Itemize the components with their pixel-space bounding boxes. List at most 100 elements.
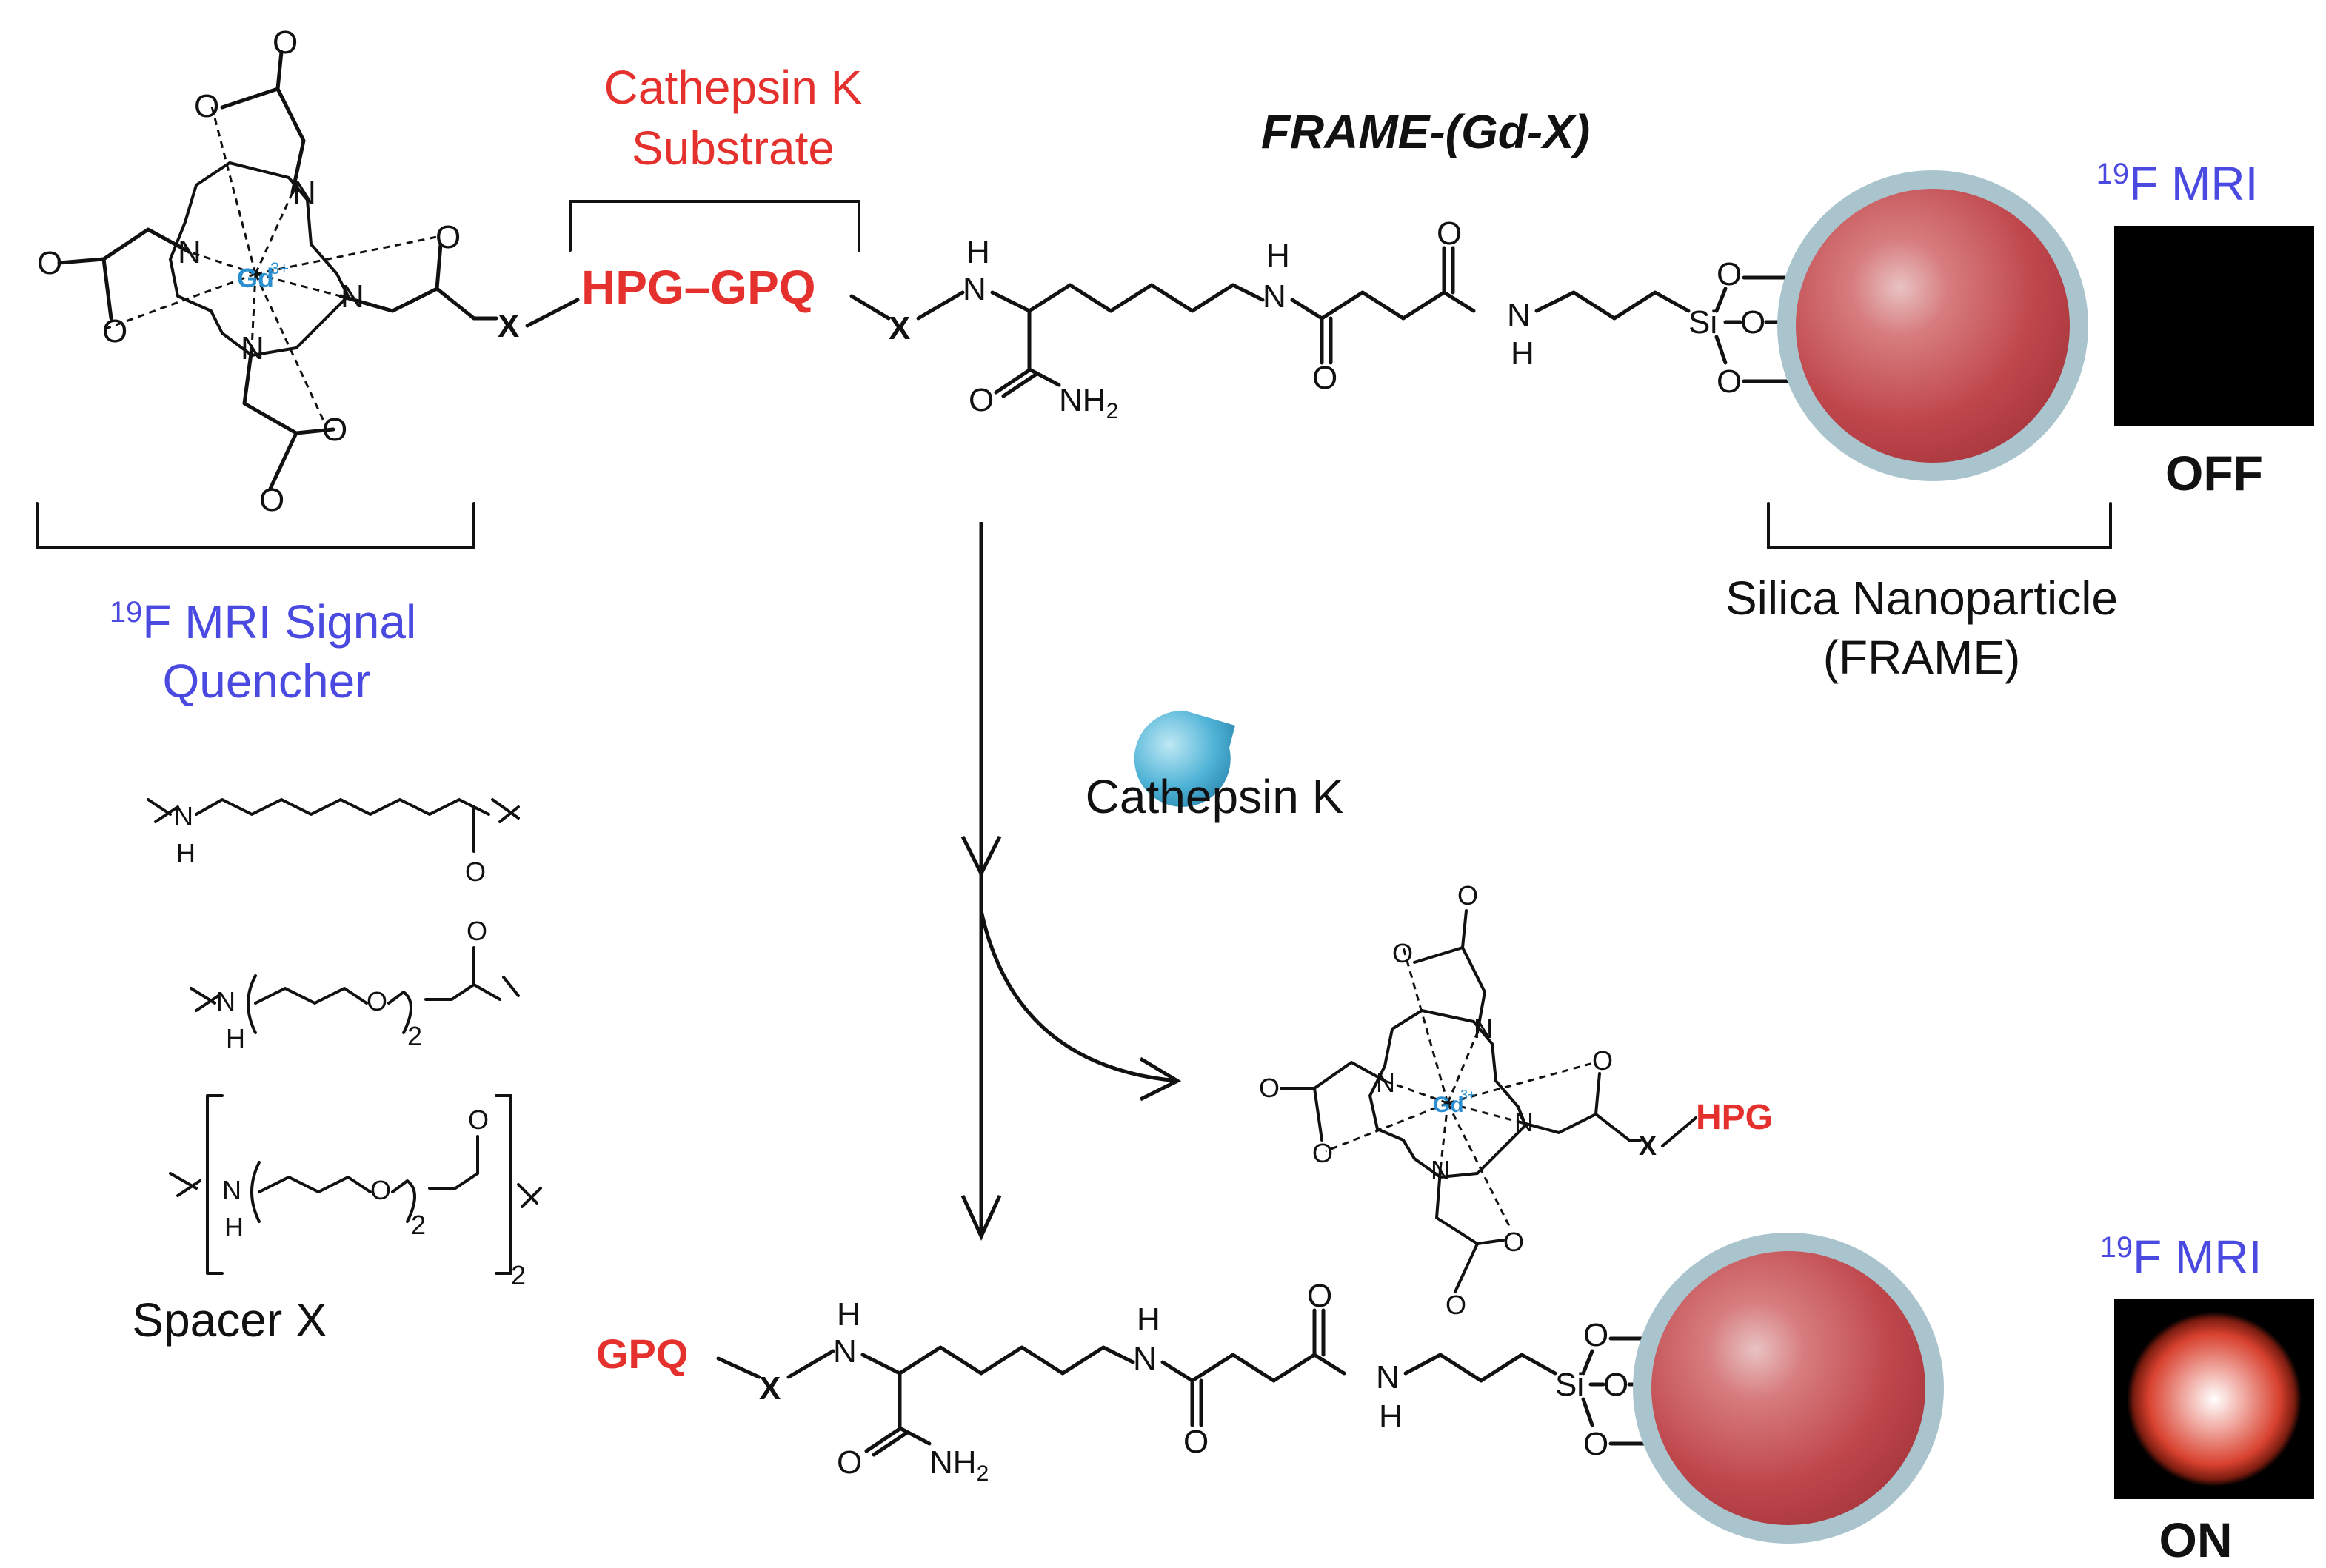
- gd-label: Gd: [237, 263, 274, 293]
- svg-text:N: N: [174, 801, 193, 831]
- svg-text:O: O: [1307, 1278, 1332, 1314]
- svg-text:N: N: [833, 1333, 857, 1370]
- atom-o-2: O: [194, 88, 219, 124]
- svg-text:N: N: [1514, 1107, 1534, 1137]
- svg-text:O: O: [1457, 880, 1478, 911]
- svg-text:N: N: [1474, 1013, 1493, 1044]
- gd-dota-complex-released: N N N N O O O O O O O Gd 3+ X HPG: [1259, 880, 1773, 1320]
- svg-text:O: O: [837, 1444, 862, 1481]
- nanoparticle-label-1: Silica Nanoparticle: [1725, 572, 2118, 625]
- atom-o-1: O: [273, 24, 298, 61]
- silane-o-1: O: [1717, 256, 1742, 292]
- on-label: ON: [2159, 1512, 2233, 1567]
- svg-text:O: O: [1583, 1317, 1608, 1353]
- spacer-x-released: X: [1639, 1130, 1657, 1161]
- svg-text:O: O: [1259, 1073, 1280, 1103]
- svg-text:O: O: [1392, 938, 1413, 968]
- svg-text:2: 2: [407, 1021, 422, 1051]
- peptide-hpg-gpq: HPG–GPQ: [581, 261, 816, 314]
- gd-dota-complex-top: N N N N O O O O O O O Gd 3+ X: [37, 24, 580, 518]
- spacer-structure-1: N H O: [147, 798, 520, 887]
- amide-n-3: N: [1507, 297, 1531, 333]
- spacer-label: Spacer X: [132, 1293, 327, 1347]
- svg-text:N: N: [216, 986, 235, 1016]
- amide-h-3: H: [1511, 335, 1534, 372]
- amide-h-1: H: [966, 234, 990, 270]
- atom-o-4: O: [102, 313, 127, 349]
- nanoparticle-bracket: [1767, 502, 2112, 549]
- mri-label-on: 19F MRI: [2100, 1230, 2262, 1284]
- svg-text:H: H: [837, 1296, 860, 1333]
- spacer-x-product: X: [759, 1370, 781, 1407]
- atom-o-3: O: [37, 245, 62, 281]
- silane-o-2: O: [1740, 304, 1765, 341]
- svg-text:O: O: [370, 1175, 391, 1205]
- spacer-x-1: X: [498, 308, 519, 344]
- svg-text:N: N: [1376, 1068, 1395, 1098]
- amide-h-2: H: [1266, 238, 1290, 274]
- svg-text:O: O: [1503, 1227, 1524, 1257]
- peptide-hpg-released: HPG: [1696, 1098, 1773, 1137]
- svg-text:O: O: [1183, 1424, 1209, 1460]
- atom-o-7: O: [322, 412, 347, 448]
- quencher-label-1: 19F MRI Signal: [110, 595, 416, 649]
- svg-text:2: 2: [411, 1210, 426, 1240]
- linker-chain-bottom: GPQ X N H O NH2 N H O O N H Si O O O: [596, 1278, 1661, 1486]
- svg-text:N: N: [1376, 1359, 1400, 1396]
- carbonyl-o-2: O: [1312, 360, 1337, 396]
- svg-text:O: O: [1583, 1426, 1608, 1462]
- atom-o-6: O: [259, 482, 284, 518]
- svg-text:H: H: [224, 1212, 244, 1242]
- svg-text:O: O: [1446, 1290, 1466, 1320]
- reaction-arrow: [960, 522, 1182, 1242]
- svg-text:O: O: [1592, 1045, 1613, 1076]
- substrate-label-1: Cathepsin K: [604, 61, 863, 114]
- svg-text:O: O: [1603, 1367, 1628, 1403]
- silica-nanoparticle-top: [1777, 170, 2088, 481]
- mri-signal-glow: [2127, 1312, 2302, 1487]
- atom-o-5: O: [435, 219, 461, 255]
- atom-n-2: N: [178, 234, 201, 270]
- spacer-structure-3: N H O 2 O 2: [169, 1094, 542, 1290]
- amide-n-2: N: [1263, 278, 1286, 315]
- svg-text:Gd: Gd: [1433, 1093, 1464, 1117]
- svg-text:H: H: [1137, 1301, 1160, 1338]
- substrate-bracket: [569, 200, 860, 252]
- svg-text:O: O: [467, 916, 487, 946]
- svg-text:Si: Si: [1555, 1367, 1584, 1403]
- spacer-x-2: X: [889, 310, 910, 346]
- atom-n-4: N: [241, 330, 264, 366]
- silane-o-3: O: [1717, 363, 1742, 400]
- carbonyl-o-1: O: [969, 382, 994, 418]
- gd-charge: 3+: [270, 259, 289, 278]
- svg-text:2: 2: [511, 1260, 526, 1290]
- svg-text:NH2: NH2: [929, 1444, 989, 1486]
- silica-nanoparticle-bottom: [1633, 1233, 1944, 1544]
- svg-text:N: N: [1431, 1155, 1450, 1185]
- atom-n-1: N: [293, 175, 316, 211]
- svg-text:N: N: [222, 1175, 241, 1205]
- atom-n-3: N: [341, 278, 364, 315]
- cathepsin-k-enzyme-icon: [1134, 710, 1235, 807]
- svg-text:N: N: [1133, 1341, 1157, 1377]
- svg-text:H: H: [226, 1023, 245, 1053]
- silicon-1: Si: [1688, 304, 1717, 341]
- off-label: OFF: [2165, 446, 2263, 500]
- svg-text:O: O: [1312, 1138, 1333, 1168]
- linker-chain-top: X N H O NH2 N H O O N H Si O O O: [849, 215, 1802, 423]
- mri-label-off: 19F MRI: [2096, 157, 2259, 210]
- amide-nh2-1: NH2: [1059, 382, 1118, 423]
- spacer-structure-2: N H O 2 O: [190, 916, 520, 1053]
- substrate-label-2: Substrate: [632, 121, 835, 175]
- svg-text:O: O: [468, 1105, 489, 1135]
- carbonyl-o-3: O: [1437, 215, 1462, 252]
- quencher-label-2: Quencher: [162, 654, 370, 708]
- svg-text:O: O: [465, 857, 486, 887]
- nanoparticle-label-2: (FRAME): [1823, 631, 2021, 684]
- mri-image-off: [2114, 226, 2314, 426]
- amide-n-1: N: [963, 271, 986, 307]
- svg-text:H: H: [176, 838, 195, 868]
- peptide-gpq-product: GPQ: [596, 1330, 688, 1377]
